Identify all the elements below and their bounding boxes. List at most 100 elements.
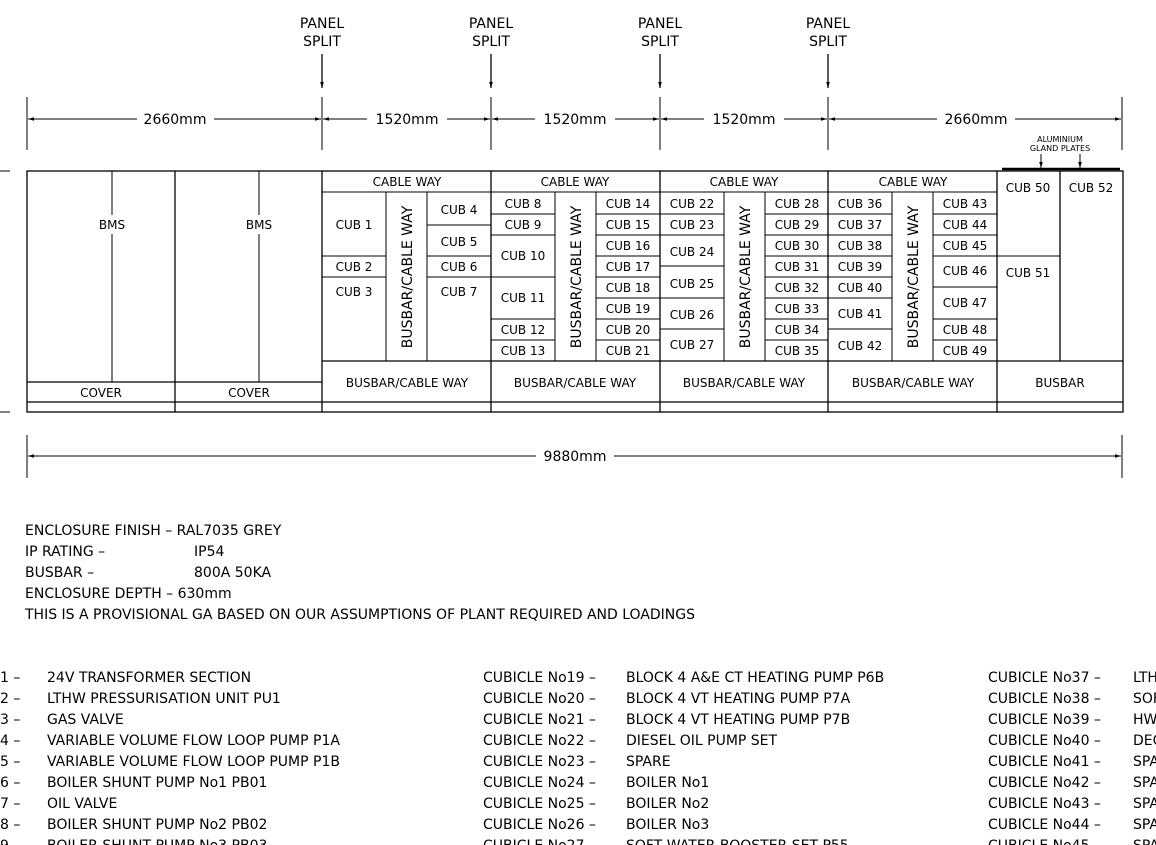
schedule-description: SOF [1133,691,1156,707]
cubicle-18: CUB 18 [606,281,650,295]
panel-5: CUB 50 CUB 51 CUB 52 BUSBAR [997,181,1123,390]
cubicle-27: CUB 27 [670,338,714,352]
cubicle-40: CUB 40 [838,281,882,295]
schedule-number: CUBICLE No38 – [988,691,1101,707]
dimension-1520-b: 1520mm [544,112,607,128]
cover-label: COVER [80,386,122,400]
dimension-2660-left: 2660mm [144,112,207,128]
cubicle-22: CUB 22 [670,197,714,211]
schedule-number: CUBICLE No40 – [988,733,1101,749]
cubicle-49: CUB 49 [943,344,987,358]
schedule-description: BOILER No2 [626,796,709,812]
schedule-description: SPA [1133,838,1156,845]
cubicle-17: CUB 17 [606,260,650,274]
schedule-description: GAS VALVE [47,712,124,728]
cable-way-label: CABLE WAY [373,175,442,189]
cubicle-47: CUB 47 [943,296,987,310]
panel-split-label: PANEL [806,16,850,32]
gland-plates-label: GLAND PLATES [1030,144,1090,153]
cubicle-1: CUB 1 [336,218,373,232]
cable-way-label: CABLE WAY [879,175,948,189]
aluminium-gland-plates-callout: ALUMINIUM GLAND PLATES [1002,135,1120,171]
cubicle-39: CUB 39 [838,260,882,274]
cubicle-9: CUB 9 [505,218,542,232]
cubicle-13: CUB 13 [501,344,545,358]
schedule-number: 6 – [0,775,20,791]
panel-split-3: PANEL SPLIT [638,16,682,88]
cubicle-24: CUB 24 [670,245,714,259]
cubicle-8: CUB 8 [505,197,542,211]
dimension-2660-right: 2660mm [945,112,1008,128]
busbar-cable-way-label: BUSBAR/CABLE WAY [852,376,975,390]
cubicle-15: CUB 15 [606,218,650,232]
busbar-cable-way-vertical-label: BUSBAR/CABLE WAY [400,205,416,348]
schedule-number: CUBICLE No20 – [483,691,596,707]
panel-split-label: PANEL [469,16,513,32]
cover-label: COVER [228,386,270,400]
schedule-number: CUBICLE No23 – [483,754,596,770]
cubicle-16: CUB 16 [606,239,650,253]
note-ip-rating-value: IP54 [194,544,224,560]
schedule-description: SPA [1133,754,1156,770]
panel-split-1: PANEL SPLIT [300,16,344,88]
schedule-description: BOILER SHUNT PUMP No1 PB01 [47,775,267,791]
schedule-number: CUBICLE No22 – [483,733,596,749]
busbar-label: BUSBAR [1035,376,1084,390]
cubicle-30: CUB 30 [775,239,819,253]
cubicle-34: CUB 34 [775,323,819,337]
schedule-description: DEC [1133,733,1156,749]
cubicle-51: CUB 51 [1006,266,1050,280]
cubicle-41: CUB 41 [838,307,882,321]
schedule-description: BOILER SHUNT PUMP No2 PB02 [47,817,267,833]
cable-way-label: CABLE WAY [710,175,779,189]
panel-split-label: PANEL [638,16,682,32]
cubicle-48: CUB 48 [943,323,987,337]
dimension-1520-a: 1520mm [376,112,439,128]
panel-split-label: SPLIT [303,34,341,50]
note-ip-rating-label: IP RATING – [25,544,105,560]
panel-split-label: SPLIT [472,34,510,50]
busbar-cable-way-label: BUSBAR/CABLE WAY [346,376,469,390]
cubicle-44: CUB 44 [943,218,987,232]
schedule-number: 4 – [0,733,20,749]
schedule-description: HWS [1133,712,1156,728]
schedule-number: CUBICLE No21 – [483,712,596,728]
aluminium-label: ALUMINIUM [1037,135,1083,144]
panel-split-label: PANEL [300,16,344,32]
schedule-description: SOFT WATER BOOSTER SET P55 [626,838,849,845]
cubicle-33: CUB 33 [775,302,819,316]
schedule-description: BOILER SHUNT PUMP No3 PB03 [47,838,267,845]
cubicle-19: CUB 19 [606,302,650,316]
panel-4: CABLE WAY CUB 36 CUB 37 CUB 38 CUB 39 CU… [828,175,997,390]
bms-label: BMS [99,218,125,232]
notes: ENCLOSURE FINISH – RAL7035 GREY IP RATIN… [24,523,695,623]
cubicle-29: CUB 29 [775,218,819,232]
note-provisional: THIS IS A PROVISIONAL GA BASED ON OUR AS… [24,607,695,623]
cubicle-23: CUB 23 [670,218,714,232]
busbar-cable-way-vertical-label: BUSBAR/CABLE WAY [738,205,754,348]
cubicle-2: CUB 2 [336,260,373,274]
schedule-description: LTHW PRESSURISATION UNIT PU1 [47,691,281,707]
schedule-number: CUBICLE No45 – [988,838,1101,845]
cubicle-46: CUB 46 [943,264,987,278]
dimension-total: 9880mm [544,449,607,465]
switchboard-outline [26,170,1124,413]
cubicle-37: CUB 37 [838,218,882,232]
schedule-number: 8 – [0,817,20,833]
cubicle-7: CUB 7 [441,285,478,299]
cubicle-45: CUB 45 [943,239,987,253]
note-busbar-label: BUSBAR – [25,565,94,581]
cubicle-14: CUB 14 [606,197,650,211]
cable-way-label: CABLE WAY [541,175,610,189]
cubicle-32: CUB 32 [775,281,819,295]
schedule-number: CUBICLE No27 – [483,838,596,845]
cubicle-52: CUB 52 [1069,181,1113,195]
schedule-description: SPA [1133,796,1156,812]
cubicle-28: CUB 28 [775,197,819,211]
schedule-number: 1 – [0,670,20,686]
busbar-cable-way-vertical-label: BUSBAR/CABLE WAY [906,205,922,348]
schedule-description: BLOCK 4 VT HEATING PUMP P7A [626,691,851,707]
schedule-description: DIESEL OIL PUMP SET [626,733,778,749]
